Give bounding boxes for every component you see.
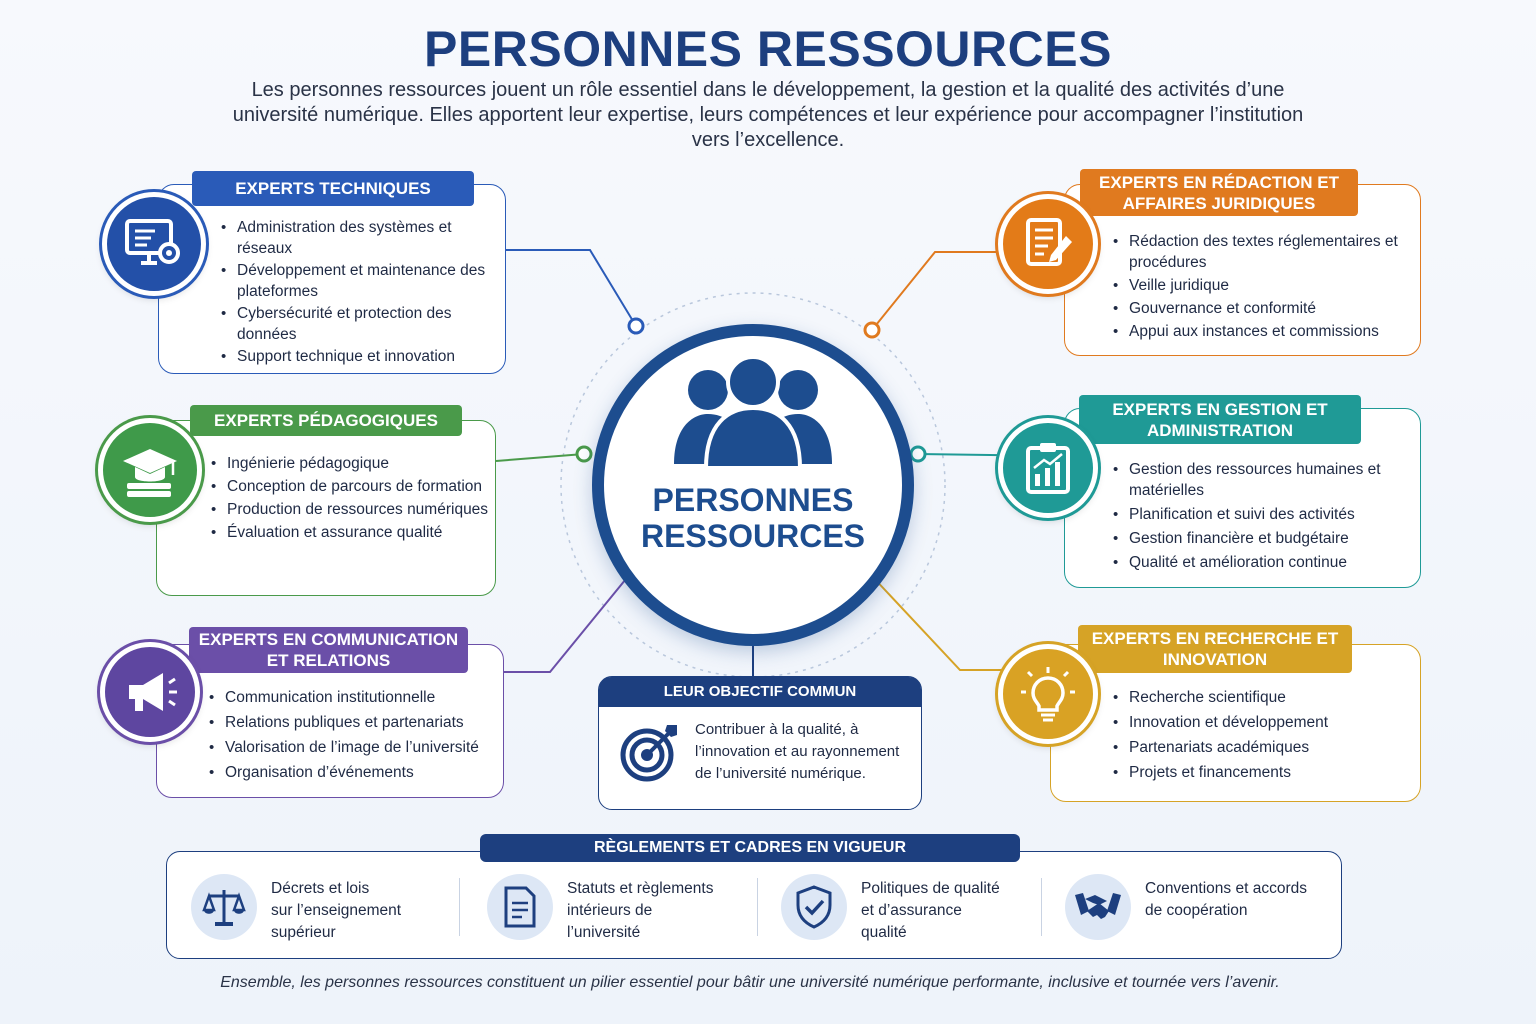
list-item: Projets et financements [1111, 762, 1417, 783]
connector-dot-techniques [627, 317, 645, 335]
label-communication: EXPERTS EN COMMUNICATION ET RELATIONS [189, 627, 468, 673]
rule-text: Décrets et lois sur l’enseignement supér… [271, 880, 402, 941]
scales-icon [191, 874, 257, 940]
label-pedagogiques: EXPERTS PÉDAGOGIQUES [190, 405, 462, 436]
list-item: Administration des systèmes et réseaux [219, 217, 499, 259]
rule-item: Décrets et lois sur l’enseignement supér… [191, 874, 461, 941]
list-techniques: Administration des systèmes et réseaux D… [219, 217, 499, 367]
list-item: Cybersécurité et protection des données [219, 303, 499, 345]
list-pedagogiques: Ingénierie pédagogique Conception de par… [209, 453, 489, 543]
document-pen-icon [998, 194, 1098, 294]
list-item: Valorisation de l’image de l’université [207, 737, 503, 758]
list-item: Veille juridique [1111, 275, 1417, 296]
list-item: Développement et maintenance des platefo… [219, 260, 499, 302]
rule-item: Politiques de qualité et d’assurance qua… [781, 874, 1051, 941]
connector-dot-gestion [909, 445, 927, 463]
rule-text: Conventions et accords de coopération [1145, 880, 1307, 919]
handshake-icon [1065, 874, 1131, 940]
rules-panel: Décrets et lois sur l’enseignement supér… [166, 851, 1342, 959]
list-item: Gestion financière et budgétaire [1111, 528, 1417, 549]
divider [459, 878, 460, 936]
connector-communication [504, 573, 631, 673]
shield-check-icon [781, 874, 847, 940]
list-item: Appui aux instances et commissions [1111, 321, 1417, 342]
label-recherche: EXPERTS EN RECHERCHE ET INNOVATION [1078, 625, 1352, 673]
divider [1041, 878, 1042, 936]
rule-item: Conventions et accords de coopération [1065, 874, 1335, 940]
list-item: Recherche scientifique [1111, 687, 1417, 708]
list-recherche: Recherche scientifique Innovation et dév… [1111, 687, 1417, 783]
lightbulb-icon [998, 644, 1098, 744]
document-icon [487, 874, 553, 940]
rule-text: Politiques de qualité et d’assurance qua… [861, 880, 1000, 941]
label-redaction: EXPERTS EN RÉDACTION ET AFFAIRES JURIDIQ… [1080, 169, 1358, 216]
list-item: Support technique et innovation [219, 346, 499, 367]
monitor-gear-icon [102, 192, 206, 296]
footer-text: Ensemble, les personnes ressources const… [220, 974, 1280, 991]
list-item: Relations publiques et partenariats [207, 712, 503, 733]
connector-dot-redaction [863, 321, 881, 339]
rule-text: Statuts et règlements intérieurs de l’un… [567, 880, 714, 941]
list-gestion: Gestion des ressources humaines et matér… [1111, 459, 1417, 573]
list-item: Conception de parcours de formation [209, 476, 489, 497]
objective-text: Contribuer à la qualité, à l’innovation … [695, 721, 900, 782]
divider [757, 878, 758, 936]
connector-techniques [506, 249, 637, 327]
list-item: Qualité et amélioration continue [1111, 552, 1417, 573]
list-item: Planification et suivi des activités [1111, 504, 1417, 525]
connector-dot-pedagogiques [575, 445, 593, 463]
card-techniques: Administration des systèmes et réseaux D… [158, 184, 506, 374]
graduation-cap-icon [98, 418, 202, 522]
label-gestion: EXPERTS EN GESTION ET ADMINISTRATION [1079, 395, 1361, 444]
rules-title: RÈGLEMENTS ET CADRES EN VIGUEUR [480, 834, 1020, 862]
objective-box: LEUR OBJECTIF COMMUN Contribuer à la qua… [598, 676, 922, 810]
center-circle: PERSONNES RESSOURCES [592, 324, 914, 646]
label-techniques: EXPERTS TECHNIQUES [192, 171, 474, 206]
intro-text: Les personnes ressources jouent un rôle … [232, 79, 1304, 151]
list-item: Production de ressources numériques [209, 499, 489, 520]
card-pedagogiques: Ingénierie pédagogique Conception de par… [156, 420, 496, 596]
list-redaction: Rédaction des textes réglementaires et p… [1111, 231, 1417, 342]
card-recherche: Recherche scientifique Innovation et dév… [1050, 644, 1421, 802]
rule-item: Statuts et règlements intérieurs de l’un… [487, 874, 757, 941]
list-communication: Communication institutionnelle Relations… [207, 687, 503, 783]
megaphone-icon [100, 642, 200, 742]
list-item: Rédaction des textes réglementaires et p… [1111, 231, 1417, 273]
list-item: Innovation et développement [1111, 712, 1417, 733]
clipboard-chart-icon [998, 418, 1098, 518]
people-group-icon [674, 356, 832, 470]
list-item: Organisation d’événements [207, 762, 503, 783]
list-item: Gouvernance et conformité [1111, 298, 1417, 319]
page-title: PERSONNES RESSOURCES [424, 21, 1112, 77]
list-item: Communication institutionnelle [207, 687, 503, 708]
list-item: Ingénierie pédagogique [209, 453, 489, 474]
center-label: PERSONNES RESSOURCES [640, 482, 866, 554]
connector-pedagogiques [495, 453, 585, 462]
objective-title: LEUR OBJECTIF COMMUN [599, 677, 921, 707]
list-item: Évaluation et assurance qualité [209, 522, 489, 543]
list-item: Gestion des ressources humaines et matér… [1111, 459, 1417, 501]
target-icon [620, 725, 677, 782]
list-item: Partenariats académiques [1111, 737, 1417, 758]
